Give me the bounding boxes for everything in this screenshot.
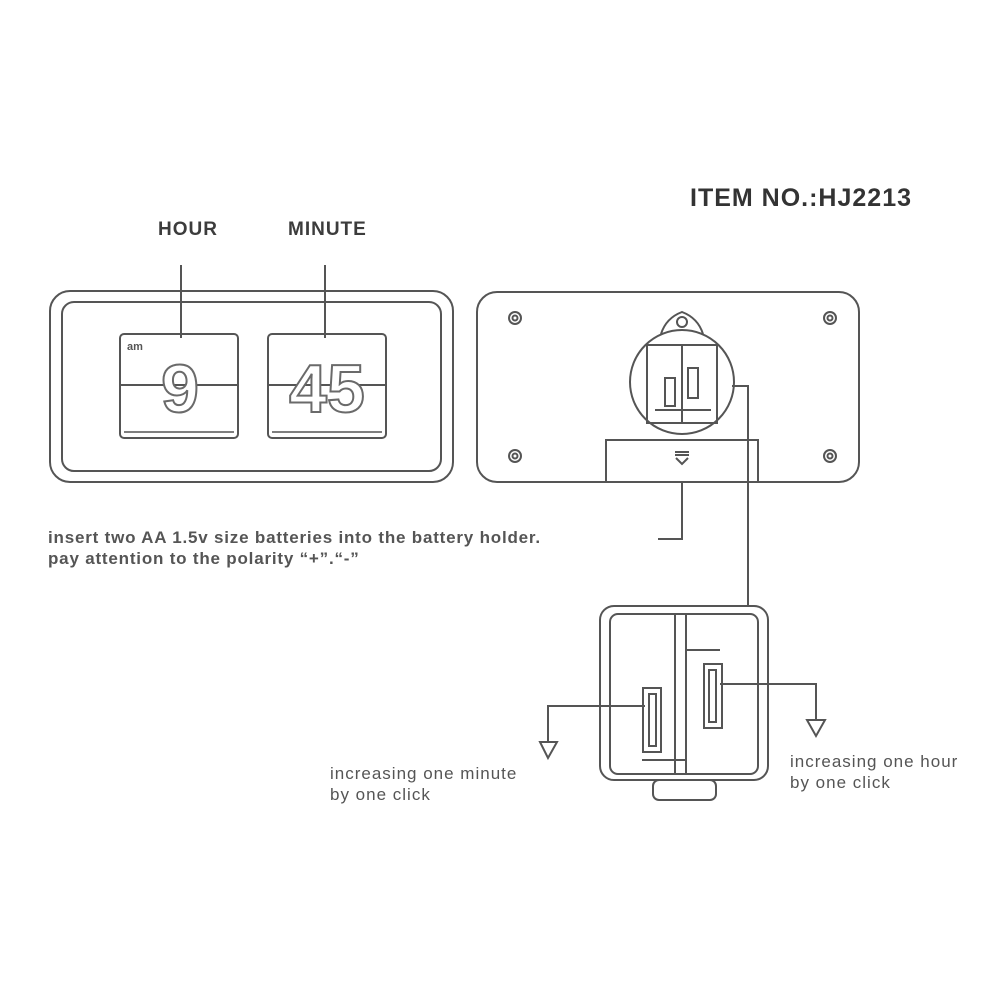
screw-hole: [823, 449, 837, 463]
screw-hole: [508, 449, 522, 463]
minute-wheel: [642, 687, 662, 753]
detail-leader-line: [732, 385, 749, 606]
minute-down-arrow: [538, 741, 559, 761]
battery-instruction-line2: pay attention to the polarity “+”.“-”: [48, 549, 360, 568]
hour-wheel: [703, 663, 723, 729]
adjust-knob-circle: [629, 329, 735, 435]
item-number: ITEM NO.:HJ2213: [690, 184, 913, 212]
minute-digits: 45: [289, 351, 365, 427]
battery-leader-line: [658, 482, 683, 540]
adjust-knob-detail: [599, 605, 769, 801]
hour-label: HOUR: [158, 219, 218, 240]
hanging-hole: [660, 310, 704, 335]
minute-adjust-line1: increasing one minute: [330, 764, 518, 783]
hour-adjust-leader: [720, 683, 817, 720]
battery-cover: [605, 439, 759, 482]
screw-hole: [508, 311, 522, 325]
hour-digit: 9: [161, 351, 199, 427]
minute-label: MINUTE: [288, 219, 367, 240]
screw-hole: [823, 311, 837, 325]
minute-adjust-leader: [547, 705, 645, 742]
battery-instruction-line1: insert two AA 1.5v size batteries into t…: [48, 528, 541, 547]
am-indicator: am: [127, 341, 143, 353]
hour-adjust-line2: by one click: [790, 773, 891, 792]
hour-down-arrow: [805, 719, 827, 739]
clock-front-view: [49, 290, 454, 483]
minute-adjust-line2: by one click: [330, 785, 431, 804]
hour-adjust-line1: increasing one hour: [790, 752, 959, 771]
clock-back-view: [476, 291, 860, 483]
